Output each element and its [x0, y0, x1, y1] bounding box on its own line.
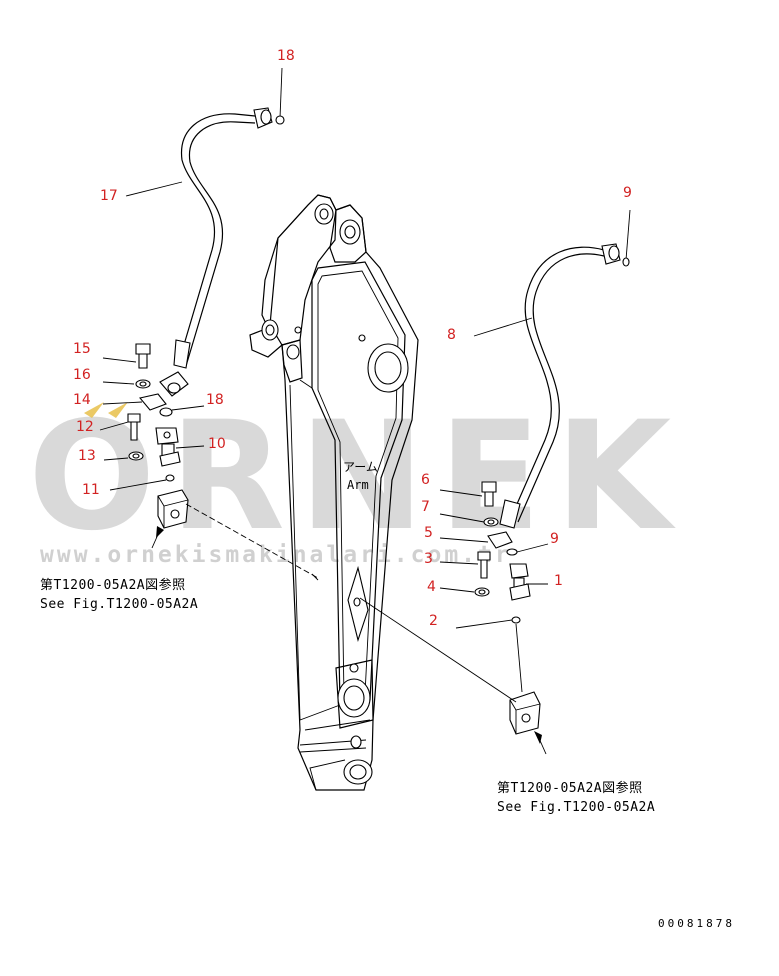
callout-11: 11 [82, 482, 100, 498]
reference-note-left-english: See Fig.T1200-05A2A [40, 597, 198, 612]
callout-4: 4 [427, 579, 436, 595]
callout-6: 6 [421, 472, 430, 488]
watermark-logo-icon [84, 402, 128, 418]
hose-17 [173, 107, 273, 369]
callout-9-top: 9 [623, 185, 632, 201]
arm-label-japanese: アーム [343, 460, 378, 474]
callout-3: 3 [424, 551, 433, 567]
callout-8: 8 [447, 327, 456, 343]
callout-7: 7 [421, 499, 430, 515]
watermark-brand: ORNEK [28, 390, 685, 564]
left-hardware [127, 343, 319, 579]
callout-9-mid: 9 [550, 531, 559, 547]
callout-18-mid: 18 [206, 392, 224, 408]
watermark-url: www.ornekismakinalari.com.tr [40, 542, 512, 568]
callout-17: 17 [100, 188, 118, 204]
drawing-number: 00081878 [658, 917, 735, 930]
right-hardware [359, 481, 547, 755]
callout-12: 12 [76, 419, 94, 435]
callout-2: 2 [429, 613, 438, 629]
arm-label-english: Arm [347, 478, 369, 492]
reference-note-right-english: See Fig.T1200-05A2A [497, 800, 655, 815]
reference-note-left: 第T1200-05A2A図参照 See Fig.T1200-05A2A [40, 577, 198, 612]
callouts: 18 17 9 8 15 16 14 18 12 10 13 11 6 7 5 … [73, 48, 632, 629]
elbow-fitting-left [159, 371, 189, 397]
arm: アーム Arm [249, 194, 419, 791]
callout-10: 10 [208, 436, 226, 452]
reference-note-right-japanese: 第T1200-05A2A図参照 [497, 780, 643, 796]
leader-lines [99, 67, 631, 629]
hose-8 [499, 243, 621, 529]
callout-16: 16 [73, 367, 91, 383]
reference-note-right: 第T1200-05A2A図参照 See Fig.T1200-05A2A [497, 780, 655, 815]
callout-5: 5 [424, 525, 433, 541]
callout-1: 1 [554, 573, 563, 589]
callout-14: 14 [73, 392, 91, 408]
callout-13: 13 [78, 448, 96, 464]
callout-18-top: 18 [277, 48, 295, 64]
reference-note-left-japanese: 第T1200-05A2A図参照 [40, 577, 186, 593]
callout-15: 15 [73, 341, 91, 357]
